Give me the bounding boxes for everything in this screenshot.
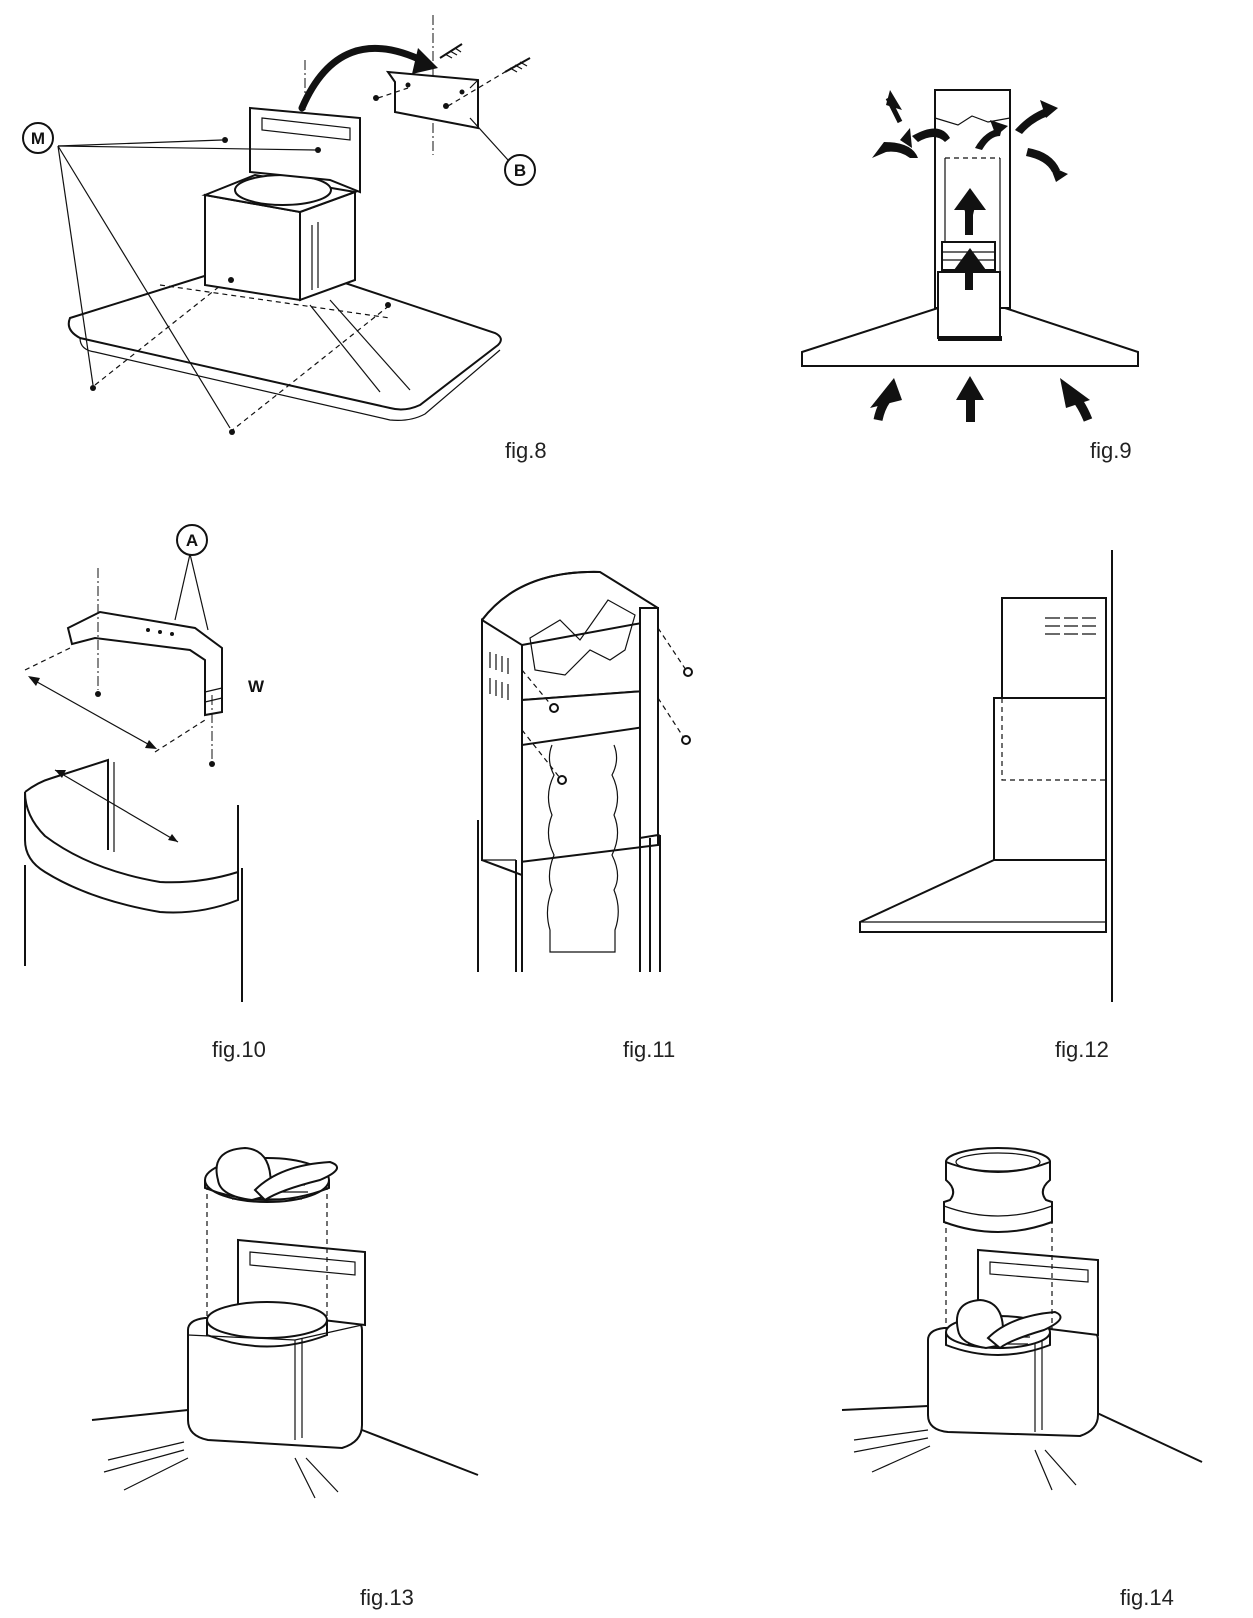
figure-9-airflow: fig.9 [790, 60, 1210, 470]
svg-text:M: M [31, 129, 45, 148]
fig12-drawing [850, 550, 1130, 1080]
fig8-callout-m: M [23, 123, 53, 153]
fig9-caption: fig.9 [1090, 438, 1132, 463]
figure-8-hood-mounting: M B fig.8 [0, 0, 600, 470]
svg-text:B: B [514, 161, 526, 180]
fig14-caption: fig.14 [1120, 1585, 1174, 1610]
figure-13-valve-fitting: fig.13 [80, 1140, 500, 1610]
svg-text:A: A [186, 531, 198, 550]
fig13-caption: fig.13 [360, 1585, 414, 1610]
fig9-drawing [790, 60, 1210, 422]
fig8-caption: fig.8 [505, 438, 547, 463]
fig11-caption: fig.11 [623, 1037, 676, 1062]
fig10-label-w: W [248, 677, 265, 696]
fig10-caption: fig.10 [212, 1037, 266, 1062]
figure-10-chimney-bracket: A W fig.10 [0, 520, 320, 1080]
figure-12-side-view: fig.12 [850, 550, 1130, 1080]
fig8-callout-b: B [505, 155, 535, 185]
figure-11-chimney-assembly: fig.11 [460, 560, 730, 1080]
fig13-drawing [80, 1140, 500, 1610]
fig11-drawing [460, 560, 730, 1080]
figure-14-reducer-fitting: fig.14 [830, 1140, 1240, 1610]
fig14-drawing [830, 1140, 1240, 1610]
fig12-caption: fig.12 [1055, 1037, 1109, 1062]
fig8-drawing: M B [0, 0, 600, 435]
fig10-drawing: A W [0, 520, 265, 1080]
fig10-callout-a: A [177, 525, 207, 555]
